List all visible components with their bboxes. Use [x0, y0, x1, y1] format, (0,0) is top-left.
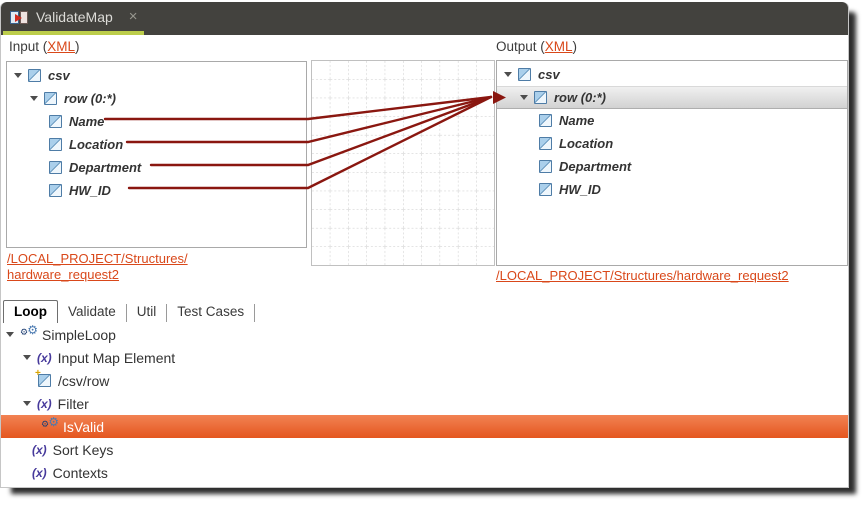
tab-test-cases[interactable]: Test Cases — [177, 304, 245, 319]
loop-tree-item-contexts[interactable]: (x) Contexts — [1, 461, 848, 484]
map-document-icon — [10, 10, 28, 24]
close-tab-icon[interactable]: × — [128, 8, 138, 25]
loop-tree-item-simpleloop[interactable]: ⚙⚙ SimpleLoop — [1, 323, 848, 346]
input-header-text: Input ( — [9, 39, 48, 54]
mapping-editor: Input (XML) Output (XML) csv row (0:*) — [1, 35, 848, 299]
xml-element-icon — [534, 91, 547, 104]
loop-tree-label: SimpleLoop — [42, 326, 116, 343]
input-structure-link-line2: hardware_request2 — [7, 267, 120, 282]
tree-item-label: HW_ID — [559, 182, 601, 197]
input-header: Input (XML) — [9, 39, 80, 54]
output-header-suffix: ) — [572, 39, 578, 54]
tree-item-location[interactable]: Location — [7, 133, 306, 156]
loop-tree-label: /csv/row — [58, 372, 110, 389]
expander-icon[interactable] — [6, 332, 14, 337]
editor-tabbar: ValidateMap × — [1, 2, 848, 35]
fx-icon: (x) — [37, 350, 52, 365]
loop-tree-item-input-map-element[interactable]: (x) Input Map Element — [1, 346, 848, 369]
tree-item-department[interactable]: Department — [497, 155, 847, 178]
tree-item-label: Name — [559, 113, 595, 128]
output-tree-panel: csv row (0:*) Name Location — [496, 60, 848, 266]
tree-item-department[interactable]: Department — [7, 156, 306, 179]
tree-item-csv[interactable]: csv — [7, 64, 306, 87]
gears-icon: ⚙⚙ — [41, 415, 59, 430]
loop-tree-label: Contexts — [52, 464, 108, 481]
loop-tree-item-filter[interactable]: (x) Filter — [1, 392, 848, 415]
output-xml-link[interactable]: XML — [544, 39, 573, 54]
tab-validatemap[interactable]: ValidateMap × — [1, 2, 138, 31]
loop-tree: ⚙⚙ SimpleLoop (x) Input Map Element /csv… — [1, 323, 848, 484]
tree-item-label: Department — [69, 160, 142, 175]
tree-item-label: Name — [69, 114, 105, 129]
fx-icon: (x) — [37, 396, 52, 411]
xml-element-icon — [49, 161, 62, 174]
xml-element-icon — [44, 92, 57, 105]
loop-tree-label: Sort Keys — [52, 441, 114, 458]
fx-icon: (x) — [32, 465, 47, 480]
tab-title: ValidateMap — [36, 8, 113, 25]
tab-separator — [125, 304, 127, 322]
tree-item-label: csv — [538, 67, 560, 82]
input-tree-panel: csv row (0:*) Name Location — [6, 61, 307, 248]
expander-icon[interactable] — [30, 96, 38, 101]
xml-element-icon — [539, 183, 552, 196]
loop-tree-item-csv-row[interactable]: /csv/row — [1, 368, 848, 392]
tree-item-label: Location — [69, 137, 124, 152]
tree-item-name[interactable]: Name — [497, 109, 847, 132]
tab-util[interactable]: Util — [136, 304, 157, 319]
output-header-text: Output ( — [496, 39, 545, 54]
expander-icon[interactable] — [520, 95, 528, 100]
tree-item-csv[interactable]: csv — [497, 63, 847, 86]
loop-tree-item-isvalid-selected[interactable]: ⚙⚙ IsValid — [1, 415, 848, 438]
expander-icon[interactable] — [504, 72, 512, 77]
expander-icon[interactable] — [23, 401, 31, 406]
tree-item-hwid[interactable]: HW_ID — [497, 178, 847, 201]
canvas-grid — [312, 61, 494, 265]
tab-separator — [254, 304, 256, 322]
xml-element-icon — [539, 137, 552, 150]
xml-element-icon — [539, 114, 552, 127]
loop-tree-label: Filter — [57, 395, 89, 412]
loop-tree-label: Input Map Element — [57, 349, 176, 366]
tab-loop[interactable]: Loop — [3, 300, 58, 323]
tree-item-location[interactable]: Location — [497, 132, 847, 155]
output-header: Output (XML) — [496, 39, 577, 54]
output-structure-link[interactable]: /LOCAL_PROJECT/Structures/hardware_reque… — [496, 268, 789, 283]
loop-tree-item-sort-keys[interactable]: (x) Sort Keys — [1, 438, 848, 461]
tree-item-label: row (0:*) — [64, 91, 116, 106]
input-tree: csv row (0:*) Name Location — [7, 62, 306, 202]
active-tab-underline — [3, 31, 144, 35]
tree-item-hwid[interactable]: HW_ID — [7, 179, 306, 202]
validatemap-window: ValidateMap × Input (XML) Output (XML) c… — [0, 2, 849, 488]
input-structure-link-line1: /LOCAL_PROJECT/Structures/ — [7, 251, 188, 266]
bottom-tabbar: Loop Validate Util Test Cases — [1, 299, 848, 323]
output-tree: csv row (0:*) Name Location — [497, 61, 847, 201]
input-structure-link[interactable]: /LOCAL_PROJECT/Structures/ hardware_requ… — [7, 251, 188, 283]
tree-item-label: Department — [559, 159, 632, 174]
tree-item-name[interactable]: Name — [7, 110, 306, 133]
fx-icon: (x) — [32, 442, 47, 457]
expander-icon[interactable] — [23, 355, 31, 360]
gears-icon: ⚙⚙ — [20, 323, 38, 338]
input-header-suffix: ) — [75, 39, 80, 54]
tree-item-row[interactable]: row (0:*) — [7, 87, 306, 110]
tree-item-label: csv — [48, 68, 70, 83]
tree-item-row-selected[interactable]: row (0:*) — [497, 86, 847, 109]
xml-element-icon — [539, 160, 552, 173]
tab-validate[interactable]: Validate — [68, 304, 116, 319]
input-xml-link[interactable]: XML — [47, 39, 76, 54]
tree-item-label: Location — [559, 136, 614, 151]
loop-tree-label: IsValid — [63, 418, 104, 435]
xml-element-icon — [49, 115, 62, 128]
mapping-canvas[interactable] — [311, 60, 495, 266]
xml-element-icon — [518, 68, 531, 81]
tab-separator — [166, 304, 168, 322]
xml-element-icon — [49, 184, 62, 197]
xml-element-icon — [28, 69, 41, 82]
xml-element-new-icon — [35, 368, 51, 387]
tree-item-label: row (0:*) — [554, 90, 606, 105]
xml-element-icon — [49, 138, 62, 151]
expander-icon[interactable] — [14, 73, 22, 78]
tree-item-label: HW_ID — [69, 183, 111, 198]
